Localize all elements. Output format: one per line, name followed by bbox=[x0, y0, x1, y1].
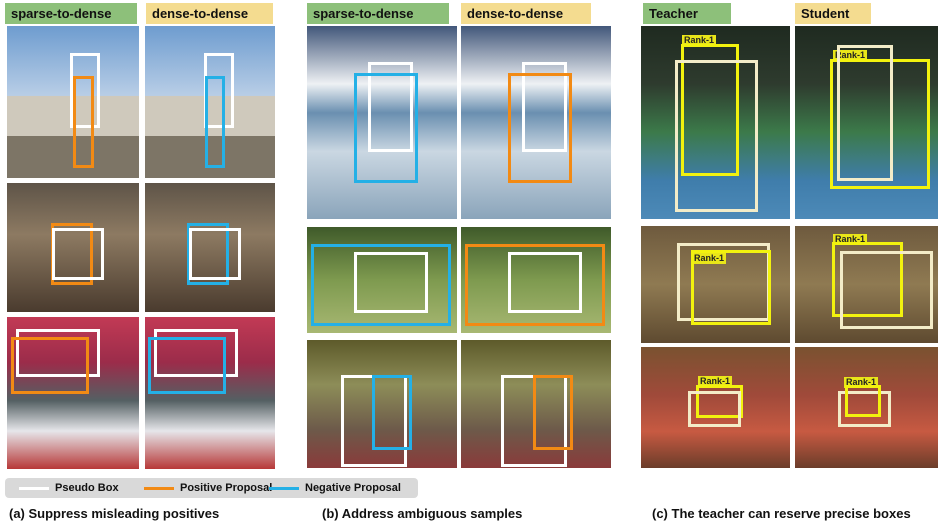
header-teacher: Teacher bbox=[643, 3, 731, 24]
legend-label: Negative Proposal bbox=[305, 482, 401, 494]
image-zebra-student: Rank-1 bbox=[795, 226, 938, 343]
image-baseball-dense bbox=[145, 317, 275, 469]
positive-proposal-box bbox=[11, 337, 89, 394]
legend-swatch-white bbox=[19, 486, 49, 490]
image-audience-sparse bbox=[7, 183, 139, 312]
image-child-dense bbox=[461, 340, 611, 468]
header-student: Student bbox=[795, 3, 871, 24]
rank-1-label: Rank-1 bbox=[833, 234, 868, 245]
rank-1-label: Rank-1 bbox=[692, 253, 727, 264]
image-skateboarders-sparse bbox=[7, 26, 139, 178]
image-donuts-teacher: Rank-1 bbox=[641, 347, 790, 468]
caption-panel-a: (a) Suppress misleading positives bbox=[9, 506, 220, 521]
header-dense-to-dense-b: dense-to-dense bbox=[461, 3, 591, 24]
pseudo-box bbox=[368, 62, 413, 152]
pseudo-box bbox=[838, 391, 891, 427]
negative-proposal-box bbox=[148, 337, 226, 394]
header-dense-to-dense-a: dense-to-dense bbox=[146, 3, 273, 24]
legend-negative-proposal: Negative Proposal bbox=[269, 478, 401, 498]
image-kitesurfer-dense bbox=[461, 26, 611, 219]
legend-swatch-orange bbox=[144, 486, 174, 490]
image-skateboarders-dense bbox=[145, 26, 275, 178]
rank-1-label: Rank-1 bbox=[682, 35, 717, 46]
pseudo-box bbox=[70, 53, 100, 128]
legend: Pseudo Box Positive Proposal Negative Pr… bbox=[5, 478, 418, 498]
pseudo-box bbox=[189, 228, 241, 280]
caption-panel-c: (c) The teacher can reserve precise boxe… bbox=[652, 506, 911, 521]
pseudo-box bbox=[675, 60, 758, 212]
header-sparse-to-dense-a: sparse-to-dense bbox=[5, 3, 137, 24]
caption-panel-b: (b) Address ambiguous samples bbox=[322, 506, 523, 521]
rank-1-box bbox=[845, 385, 881, 417]
legend-pseudo-box: Pseudo Box bbox=[19, 478, 119, 498]
rank-1-box bbox=[830, 59, 930, 189]
negative-proposal-box bbox=[311, 244, 451, 326]
image-donuts-student: Rank-1 bbox=[795, 347, 938, 468]
pseudo-box bbox=[837, 45, 893, 181]
pseudo-box bbox=[354, 252, 428, 313]
pseudo-box bbox=[16, 329, 100, 377]
rank-1-box bbox=[696, 385, 743, 418]
legend-swatch-blue bbox=[269, 486, 299, 490]
negative-proposal-box bbox=[205, 76, 225, 168]
negative-proposal-box bbox=[354, 73, 418, 183]
positive-proposal-box bbox=[533, 375, 573, 450]
image-kitesurfer-sparse bbox=[307, 26, 457, 219]
positive-proposal-box bbox=[508, 73, 572, 183]
rank-1-label: Rank-1 bbox=[698, 376, 733, 387]
positive-proposal-box bbox=[465, 244, 605, 326]
pseudo-box bbox=[688, 391, 741, 427]
positive-proposal-box bbox=[73, 76, 94, 168]
pseudo-box bbox=[522, 62, 567, 152]
negative-proposal-box bbox=[372, 375, 412, 450]
rank-1-label: Rank-1 bbox=[844, 377, 879, 388]
pseudo-box bbox=[52, 228, 104, 280]
rank-1-box bbox=[681, 44, 739, 176]
image-child-sparse bbox=[307, 340, 457, 468]
image-tennis-student: Rank-1 bbox=[795, 26, 938, 219]
negative-proposal-box bbox=[187, 223, 229, 285]
image-zebra-teacher: Rank-1 bbox=[641, 226, 790, 343]
legend-label: Pseudo Box bbox=[55, 482, 119, 494]
image-baseball-sparse bbox=[7, 317, 139, 469]
rank-1-label: Rank-1 bbox=[833, 50, 868, 61]
pseudo-box bbox=[154, 329, 238, 377]
image-tennis-teacher: Rank-1 bbox=[641, 26, 790, 219]
pseudo-box bbox=[840, 251, 933, 329]
legend-label: Positive Proposal bbox=[180, 482, 273, 494]
image-bird-sparse bbox=[307, 227, 457, 333]
pseudo-box bbox=[508, 252, 582, 313]
rank-1-box bbox=[832, 242, 903, 317]
legend-positive-proposal: Positive Proposal bbox=[144, 478, 272, 498]
header-sparse-to-dense-b: sparse-to-dense bbox=[307, 3, 449, 24]
rank-1-box bbox=[691, 250, 771, 325]
image-audience-dense bbox=[145, 183, 275, 312]
image-bird-dense bbox=[461, 227, 611, 333]
